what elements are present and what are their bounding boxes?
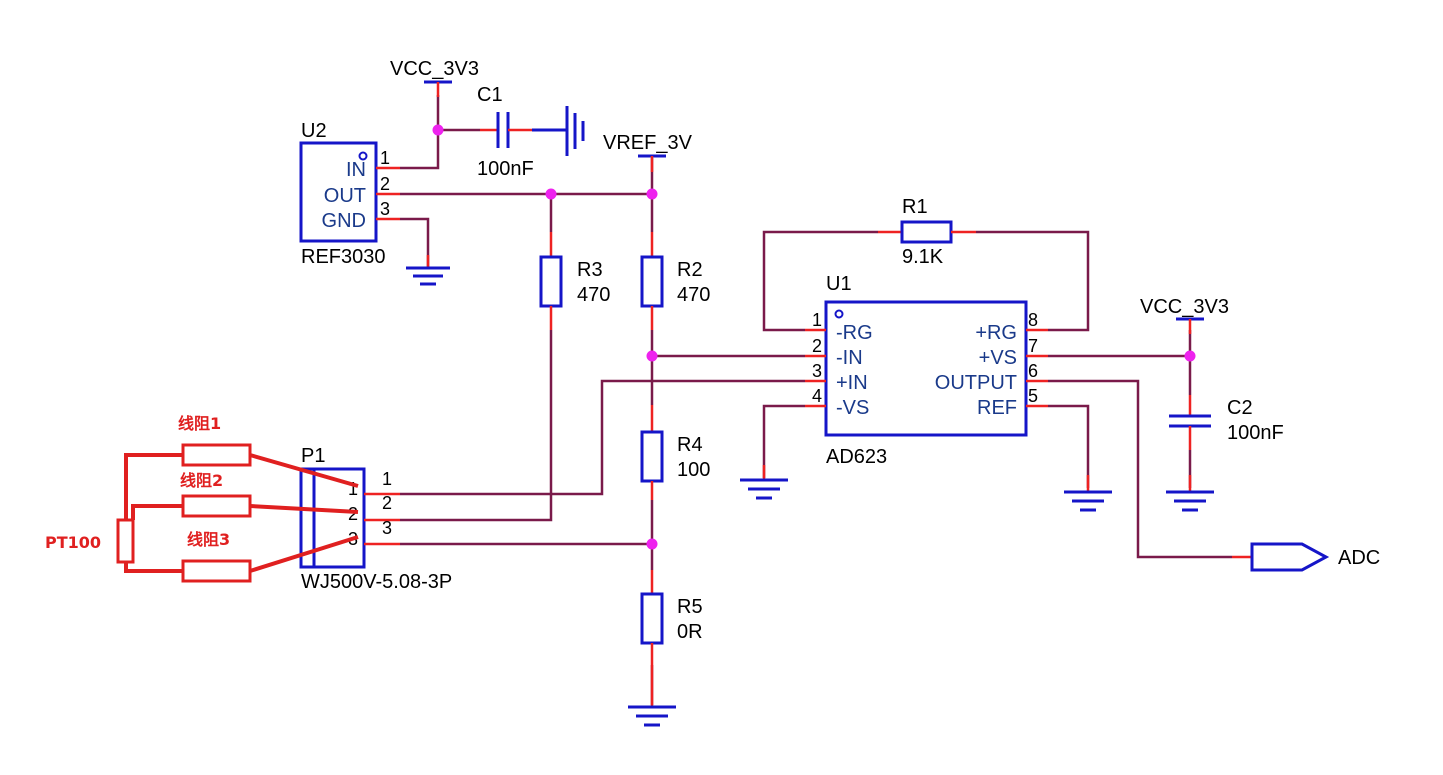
ground-c2	[1166, 475, 1214, 512]
u2-pin-out-name: OUT	[324, 185, 366, 207]
c2-capacitor: C2 100nF	[1169, 395, 1284, 450]
c1-ref: C1	[477, 84, 503, 106]
ground-u1-vs	[740, 465, 788, 500]
p1-outer-pin-1: 1	[382, 469, 392, 489]
c2-value: 100nF	[1227, 422, 1284, 444]
u1-pin-neg-vs-name: -VS	[836, 397, 869, 419]
u1-pin-3-num: 3	[812, 361, 822, 381]
u1-pin-pos-rg-name: +RG	[975, 322, 1017, 344]
u1-pin-pos-in-name: +IN	[836, 372, 868, 394]
c1-capacitor: C1 100nF	[477, 84, 567, 180]
u2-ref: U2	[301, 120, 327, 142]
u1-pin-4-num: 4	[812, 386, 822, 406]
r2-ref: R2	[677, 259, 703, 281]
wire-resistance-2-label: 线阻2	[180, 471, 223, 490]
r2-value: 470	[677, 284, 710, 306]
u1-pin-1-num: 1	[812, 310, 822, 330]
r3-ref: R3	[577, 259, 603, 281]
power-vcc-top: VCC_3V3	[390, 58, 479, 97]
power-vref: VREF_3V	[603, 132, 693, 172]
ground-r5	[628, 690, 676, 727]
adc-port: ADC	[1232, 542, 1380, 572]
junction-dot	[646, 350, 658, 362]
r5-resistor: R5 0R	[640, 570, 703, 690]
vref-label: VREF_3V	[603, 132, 693, 154]
junction-dot	[545, 188, 557, 200]
wire-resistance-3-label: 线阻3	[187, 530, 230, 549]
junctions	[432, 124, 1196, 550]
r5-ref: R5	[677, 596, 703, 618]
u1-pin-neg-in-name: -IN	[836, 347, 863, 369]
r4-ref: R4	[677, 434, 703, 456]
adc-label: ADC	[1338, 547, 1380, 569]
r4-resistor: R4 100	[640, 405, 710, 500]
u1-pin-6-num: 6	[1028, 361, 1038, 381]
u1-pin-neg-rg-name: -RG	[836, 322, 873, 344]
power-vcc-right: VCC_3V3	[1140, 296, 1229, 334]
p1-ref: P1	[301, 445, 325, 467]
pt100-label: PT100	[45, 533, 101, 552]
wire-resistance-1-label: 线阻1	[178, 414, 221, 433]
u2-pin-1-num: 1	[380, 148, 390, 168]
p1-outer-pin-2: 2	[382, 493, 392, 513]
u2-pin-2-num: 2	[380, 174, 390, 194]
ground-u1-ref	[1064, 475, 1112, 512]
junction-dot	[646, 538, 658, 550]
u2-pin-3-num: 3	[380, 199, 390, 219]
r5-value: 0R	[677, 621, 703, 643]
r3-value: 470	[577, 284, 610, 306]
u2-pin-in-name: IN	[346, 159, 366, 181]
r2-resistor: R2 470	[640, 232, 710, 330]
u2-ref3030: U2 REF3030 IN OUT GND 1 2 3	[299, 120, 400, 268]
r1-value: 9.1K	[902, 246, 944, 268]
u1-pin-2-num: 2	[812, 336, 822, 356]
r3-resistor: R3 470	[539, 232, 610, 330]
u2-pin-gnd-name: GND	[322, 210, 366, 232]
pt100-sensor-annotation: 线阻1 线阻2 线阻3 PT100	[45, 414, 359, 583]
p1-inner-pin-2: 2	[348, 504, 358, 524]
p1-inner-pin-1: 1	[348, 479, 358, 499]
junction-dot	[646, 188, 658, 200]
p1-outer-pin-3: 3	[382, 518, 392, 538]
junction-dot	[432, 124, 444, 136]
c1-value: 100nF	[477, 158, 534, 180]
u1-pin-7-num: 7	[1028, 336, 1038, 356]
u1-pin-output-name: OUTPUT	[935, 372, 1017, 394]
junction-dot	[1184, 350, 1196, 362]
u1-ref: U1	[826, 273, 852, 295]
r1-resistor: R1 9.1K	[878, 196, 976, 268]
u1-pin-8-num: 8	[1028, 310, 1038, 330]
u1-part: AD623	[826, 446, 887, 468]
u1-pin-pos-vs-name: +VS	[979, 347, 1017, 369]
ground-c1	[565, 106, 585, 156]
ground-u2	[406, 255, 450, 286]
r1-ref: R1	[902, 196, 928, 218]
vcc-top-label: VCC_3V3	[390, 58, 479, 80]
u2-part: REF3030	[301, 246, 386, 268]
u1-ad623: U1 AD623 -RG -IN +IN -VS 1 2 3 4 +RG +VS…	[805, 273, 1048, 468]
p1-part: WJ500V-5.08-3P	[301, 571, 452, 593]
c2-ref: C2	[1227, 397, 1253, 419]
r4-value: 100	[677, 459, 710, 481]
vcc-right-label: VCC_3V3	[1140, 296, 1229, 318]
u1-pin-5-num: 5	[1028, 386, 1038, 406]
u1-pin-ref-name: REF	[977, 397, 1017, 419]
